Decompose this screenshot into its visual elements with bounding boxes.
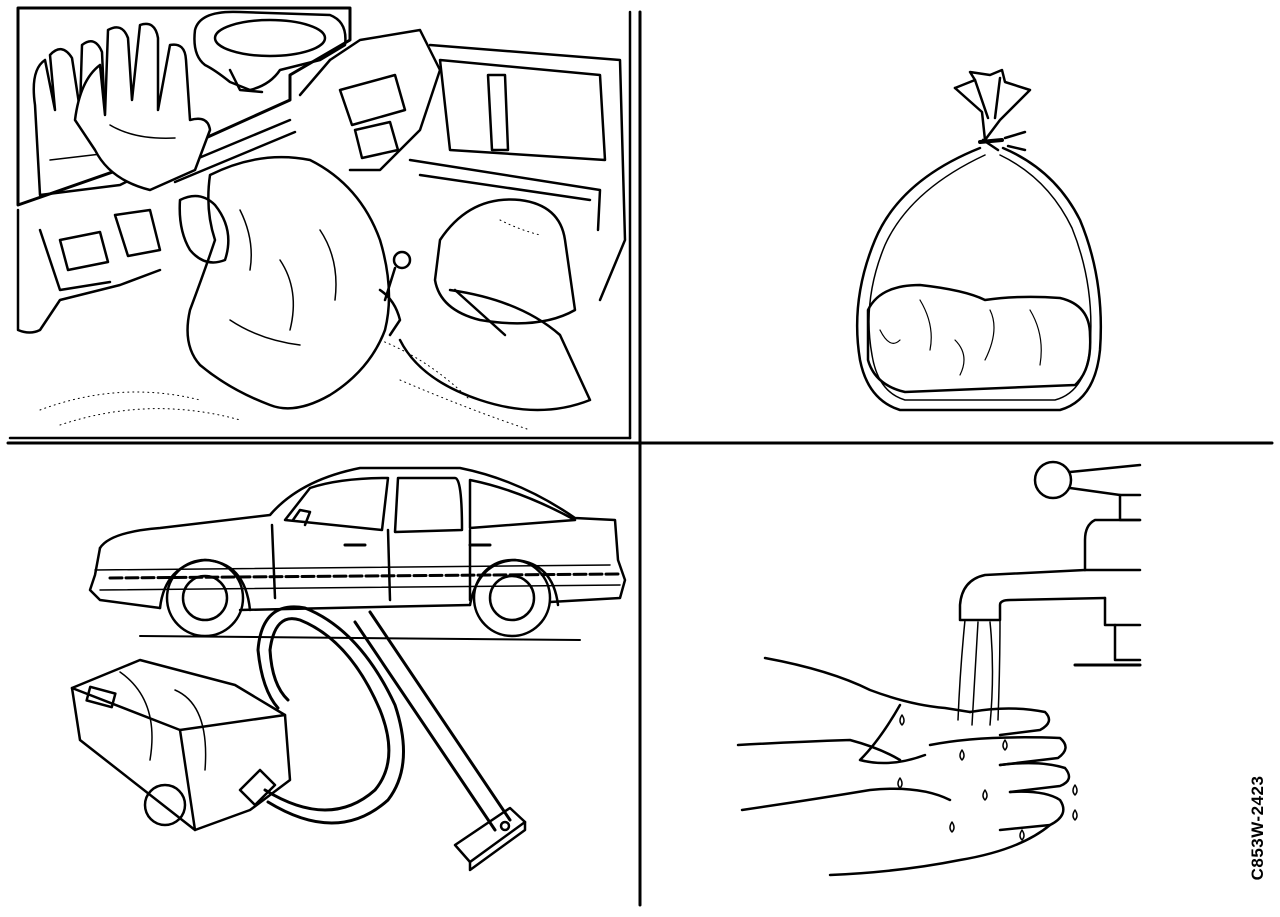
sedan-car-icon xyxy=(88,466,627,641)
washing-hands-icon xyxy=(736,656,1078,877)
vacuum-cleaner-icon xyxy=(70,605,527,872)
deflated-airbag-icon xyxy=(186,155,412,410)
car-interior-icon xyxy=(8,10,632,440)
panel-wash-hands xyxy=(736,460,1142,877)
rubber-gloves-icon xyxy=(16,6,352,207)
panel-vacuum-car xyxy=(70,466,627,872)
reference-code-label: C853W-2423 xyxy=(1238,768,1278,888)
panel-bag-disposal xyxy=(855,68,1103,412)
panel-remove-airbag xyxy=(8,6,632,440)
reference-code-text: C853W-2423 xyxy=(1248,775,1267,881)
sealed-plastic-bag-icon xyxy=(855,68,1103,412)
panel-dividers xyxy=(6,10,1274,907)
water-tap-icon xyxy=(958,460,1142,667)
